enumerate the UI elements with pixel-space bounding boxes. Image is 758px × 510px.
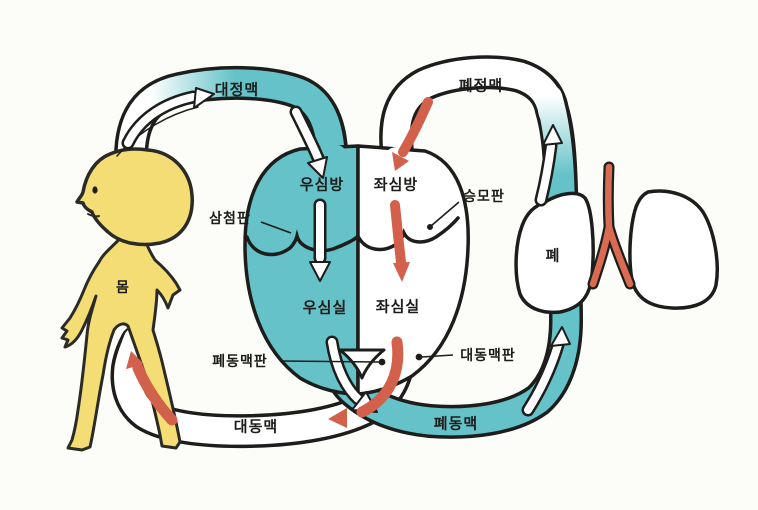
body-head [75, 147, 194, 247]
outflow-wedge [338, 348, 386, 380]
label-right-atrium: 우심방 [299, 176, 345, 194]
label-mitral-valve: 승모판 [463, 188, 505, 204]
label-vena-cava: 대정맥 [214, 81, 260, 99]
body-eye [92, 186, 98, 194]
label-pulmonary-valve: 폐동맥판 [212, 353, 268, 369]
lung-left-lobe [514, 191, 595, 315]
mitral-valve-line [357, 216, 460, 252]
lung-right-lobe [628, 189, 719, 310]
flow-arrows-white [116, 87, 571, 417]
pulmonary-valve-leader [280, 360, 380, 363]
body-torso-limbs [60, 230, 182, 452]
heart-right-side-chambers [243, 144, 360, 396]
heart [243, 144, 470, 396]
lungs [514, 161, 719, 315]
tricuspid-valve-line [245, 229, 359, 257]
flow-arrows-red [126, 97, 433, 428]
label-left-ventricle: 좌심실 [375, 298, 421, 316]
aortic-valve-leader [421, 354, 454, 358]
label-aortic-valve: 대동맥판 [460, 347, 516, 363]
tricuspid-leader [260, 221, 292, 234]
label-pulmonary-vein: 폐정맥 [458, 77, 504, 95]
label-body: 몸 [116, 279, 130, 295]
body-figure [60, 147, 194, 452]
label-left-atrium: 좌심방 [373, 176, 419, 194]
leader-lines [260, 201, 460, 366]
trachea [587, 161, 636, 290]
mitral-leader [430, 201, 460, 227]
label-right-ventricle: 우심실 [302, 299, 348, 317]
vena-cava-tube [114, 65, 348, 175]
label-pulmonary-artery: 폐동맥 [433, 415, 479, 433]
label-tricuspid-valve: 삼첨판 [209, 210, 251, 226]
label-lung: 폐 [545, 247, 561, 265]
label-aorta: 대동맥 [233, 418, 279, 436]
body-mouth [87, 213, 100, 218]
